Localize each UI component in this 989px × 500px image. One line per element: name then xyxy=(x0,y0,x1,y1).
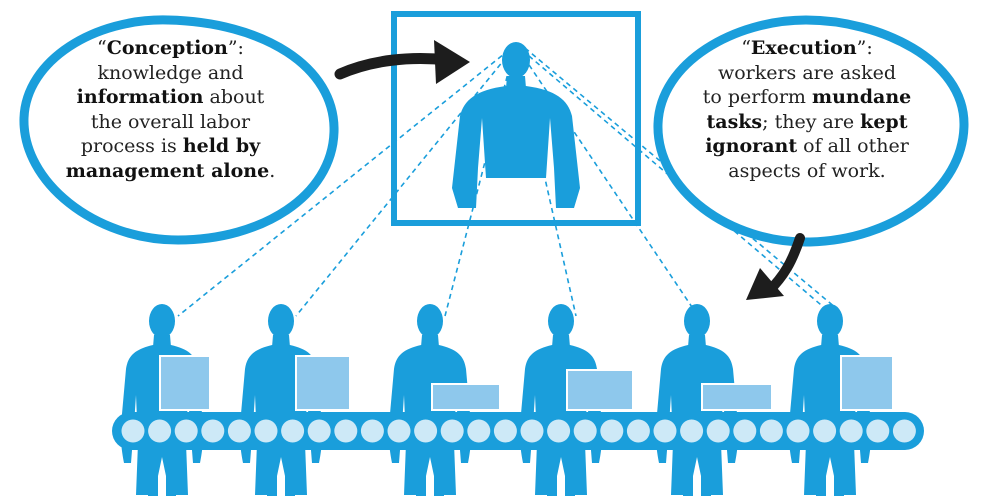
execution-text: “Execution”: workers are asked to perfor… xyxy=(702,37,912,182)
roller xyxy=(227,419,251,443)
box-2 xyxy=(295,355,351,411)
roller xyxy=(493,419,517,443)
roller xyxy=(467,419,491,443)
roller xyxy=(600,419,624,443)
roller xyxy=(254,419,278,443)
roller xyxy=(866,419,890,443)
roller xyxy=(387,419,411,443)
roller xyxy=(786,419,810,443)
roller xyxy=(813,419,837,443)
roller xyxy=(839,419,863,443)
roller xyxy=(706,419,730,443)
arrow-to-workers-head xyxy=(746,268,784,300)
roller xyxy=(281,419,305,443)
box-3 xyxy=(431,383,501,411)
roller xyxy=(626,419,650,443)
boxes xyxy=(159,355,894,411)
roller xyxy=(121,419,145,443)
box-5 xyxy=(701,383,773,411)
roller xyxy=(680,419,704,443)
conception-bubble xyxy=(19,15,339,245)
roller xyxy=(201,419,225,443)
roller xyxy=(520,419,544,443)
roller xyxy=(334,419,358,443)
box-4 xyxy=(566,369,634,411)
roller xyxy=(307,419,331,443)
conception-text: “Conception”: knowledge and information … xyxy=(65,37,276,182)
roller xyxy=(573,419,597,443)
arrow-to-manager-head xyxy=(434,40,470,84)
worker-legs xyxy=(148,450,844,496)
conception-term: Conception xyxy=(106,37,228,59)
box-1 xyxy=(159,355,211,411)
roller xyxy=(174,419,198,443)
roller xyxy=(759,419,783,443)
roller xyxy=(360,419,384,443)
execution-bubble xyxy=(653,15,969,247)
conveyor-rollers xyxy=(121,419,916,443)
roller xyxy=(148,419,172,443)
roller xyxy=(414,419,438,443)
roller xyxy=(653,419,677,443)
roller xyxy=(892,419,916,443)
box-6 xyxy=(840,355,894,411)
roller xyxy=(733,419,757,443)
execution-term: Execution xyxy=(750,37,857,59)
roller xyxy=(547,419,571,443)
roller xyxy=(440,419,464,443)
